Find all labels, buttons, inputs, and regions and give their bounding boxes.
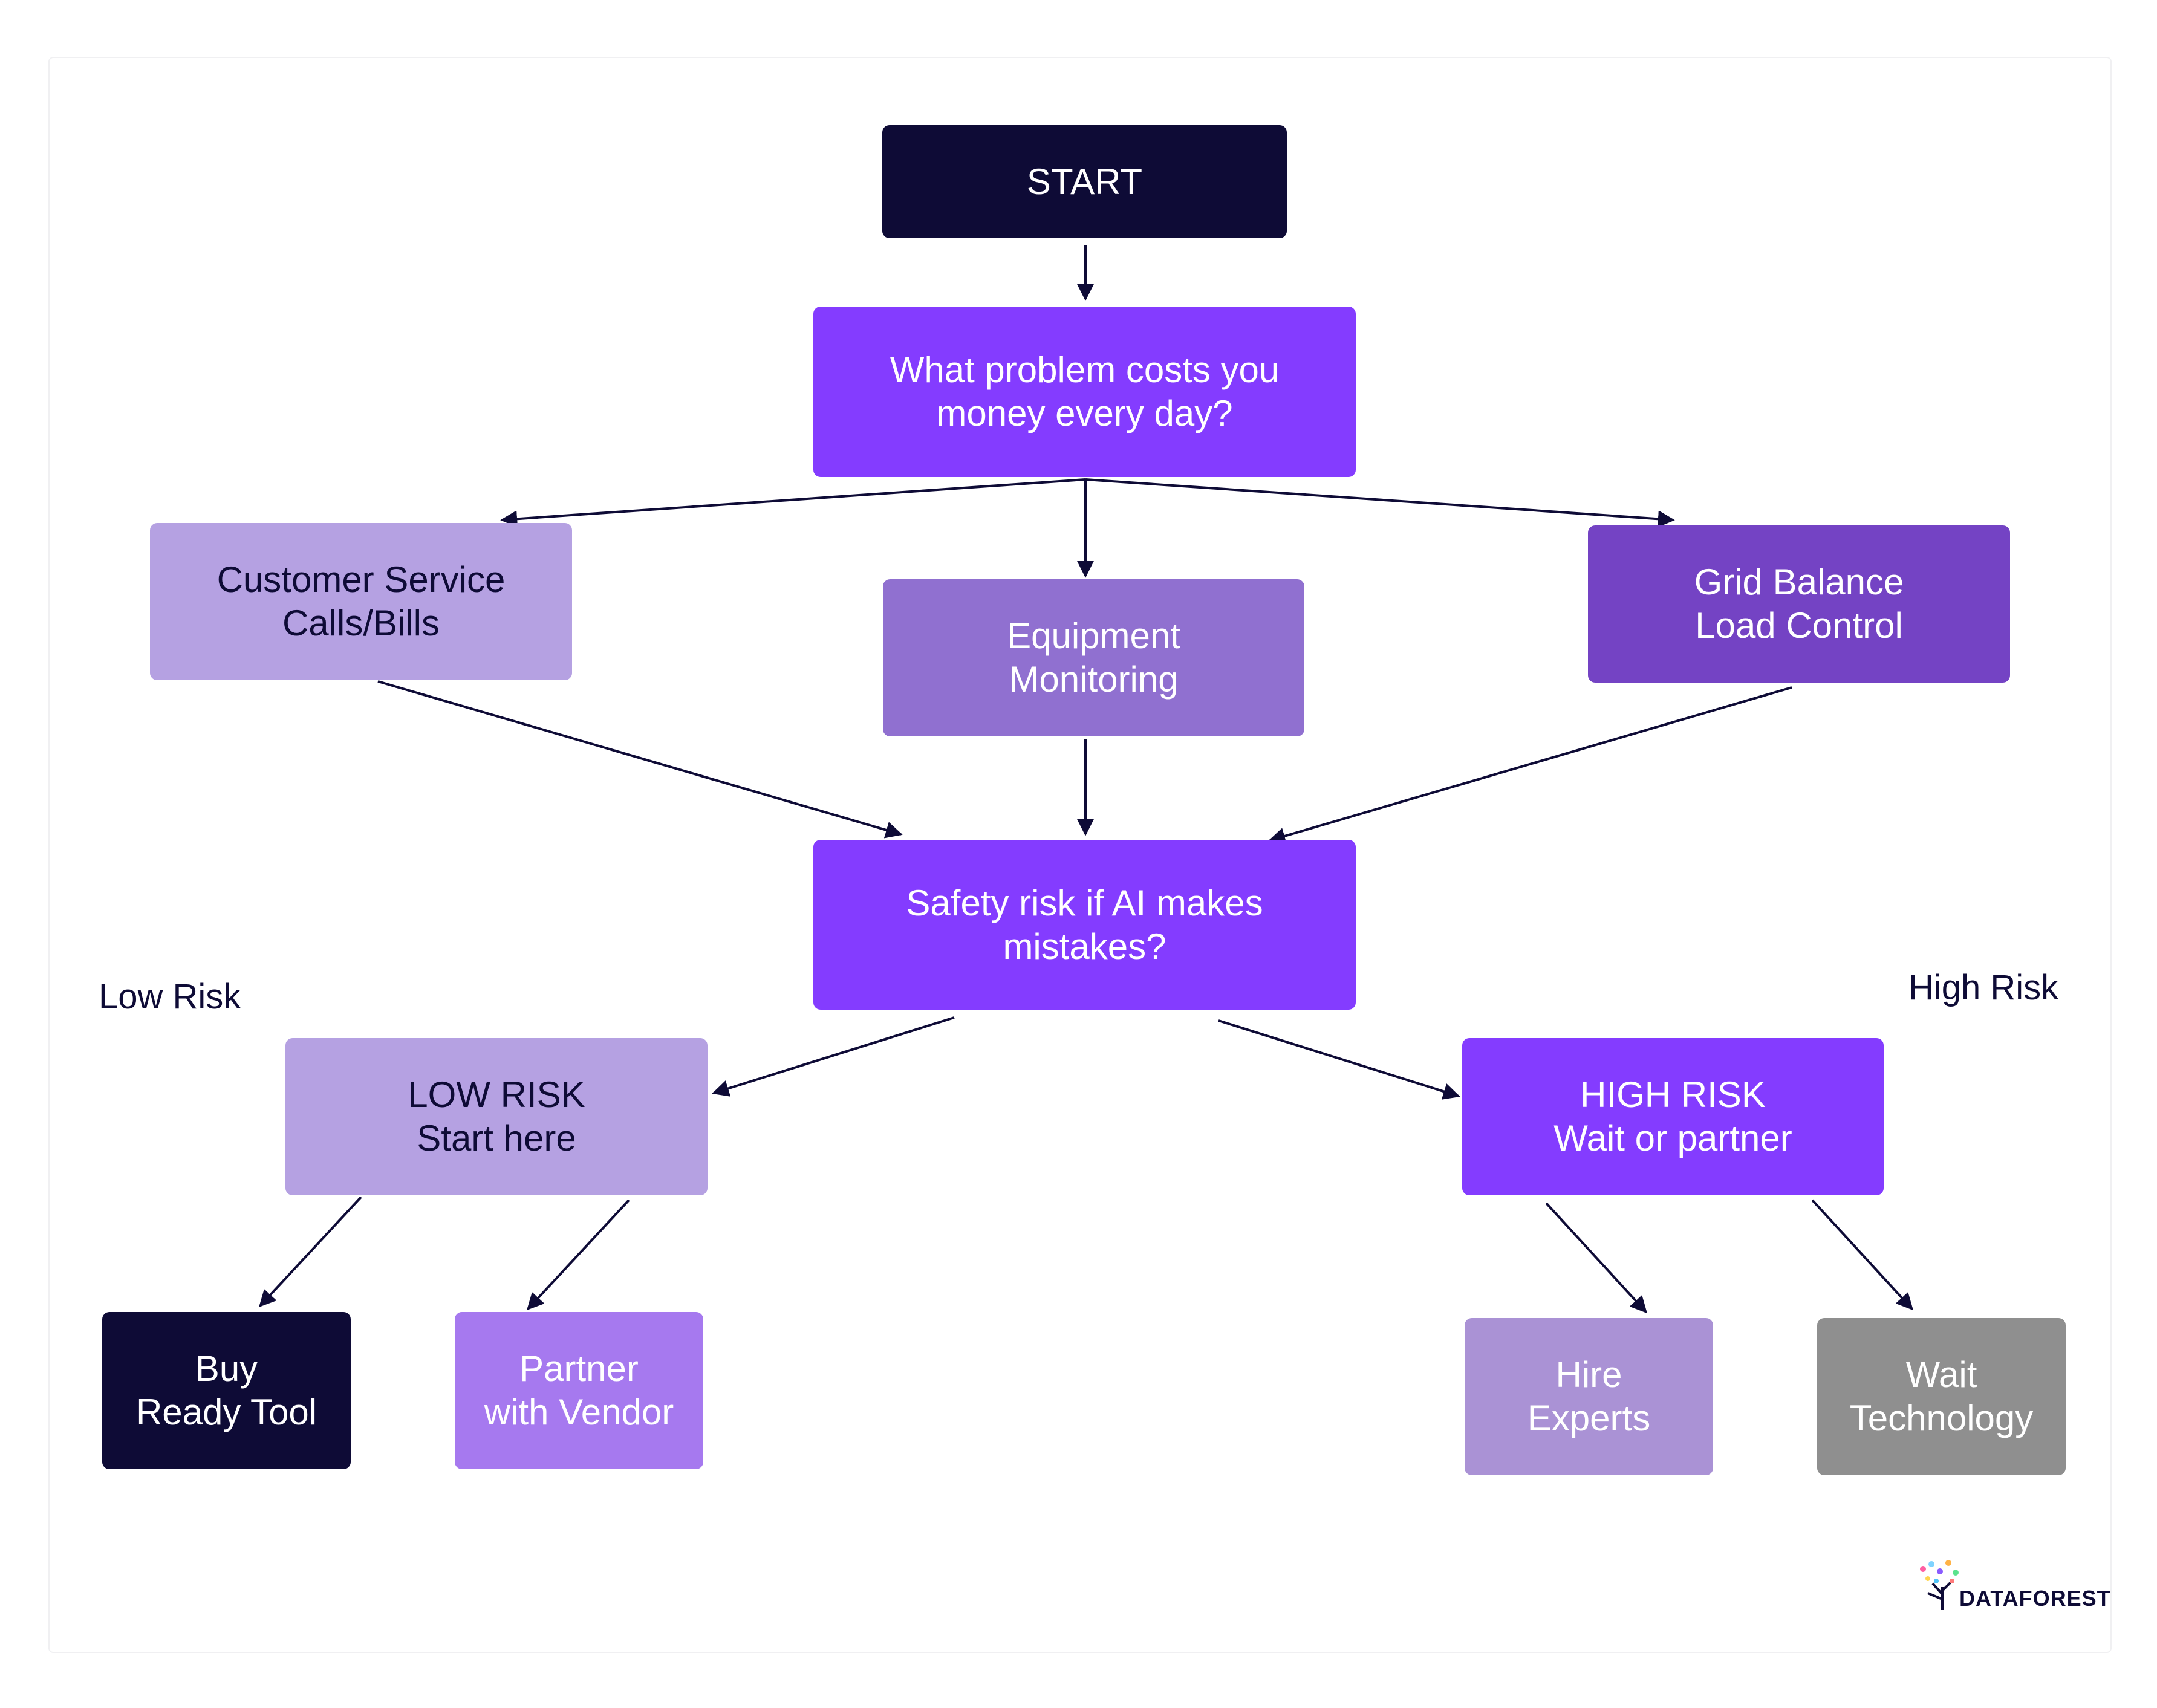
edge-problem-customer bbox=[500, 478, 1086, 528]
customer-service-label: Customer Service Calls/Bills bbox=[216, 559, 506, 643]
problem-node: What problem costs you money every day? bbox=[813, 307, 1356, 477]
partner-vendor-label: Partner with Vendor bbox=[484, 1348, 674, 1432]
equipment-node: Equipment Monitoring bbox=[883, 579, 1304, 736]
buy-tool-node: Buy Ready Tool bbox=[102, 1312, 351, 1469]
tree-icon bbox=[1920, 1560, 1959, 1610]
high-risk-node: HIGH RISK Wait or partner bbox=[1462, 1038, 1884, 1195]
equipment-label: Equipment Monitoring bbox=[1007, 615, 1180, 700]
partner-vendor-node: Partner with Vendor bbox=[455, 1312, 703, 1469]
edge-problem-grid bbox=[1085, 478, 1675, 528]
buy-tool-label: Buy Ready Tool bbox=[135, 1348, 317, 1432]
low-risk-label: LOW RISK Start here bbox=[408, 1074, 585, 1158]
start-node: START bbox=[882, 125, 1287, 238]
high-risk-side-label: High Risk bbox=[1908, 968, 2059, 1007]
start-label: START bbox=[1026, 161, 1143, 202]
safety-label: Safety risk if AI makes mistakes? bbox=[906, 882, 1263, 967]
logo-text: DATAFOREST bbox=[1959, 1586, 2111, 1611]
edge-low-partner bbox=[527, 1199, 630, 1311]
hire-experts-label: Hire Experts bbox=[1527, 1354, 1651, 1438]
high-risk-label: HIGH RISK Wait or partner bbox=[1553, 1074, 1792, 1158]
hire-experts-node: Hire Experts bbox=[1465, 1318, 1713, 1475]
diagram-frame bbox=[48, 57, 2112, 1653]
grid-label: Grid Balance Load Control bbox=[1694, 562, 1904, 646]
edge-high-hire bbox=[1545, 1202, 1647, 1314]
edge-high-wait bbox=[1811, 1199, 1913, 1311]
problem-label: What problem costs you money every day? bbox=[890, 349, 1280, 433]
edge-safety-low bbox=[712, 1016, 955, 1097]
low-risk-side-label: Low Risk bbox=[99, 977, 241, 1016]
dataforest-logo: DATAFOREST bbox=[1916, 1557, 2110, 1617]
edge-customer-safety bbox=[377, 680, 903, 839]
grid-node: Grid Balance Load Control bbox=[1588, 525, 2010, 683]
edge-safety-high bbox=[1218, 1019, 1460, 1100]
wait-technology-label: Wait Technology bbox=[1849, 1354, 2034, 1438]
wait-technology-node: Wait Technology bbox=[1817, 1318, 2066, 1475]
safety-node: Safety risk if AI makes mistakes? bbox=[813, 840, 1356, 1010]
low-risk-node: LOW RISK Start here bbox=[285, 1038, 708, 1195]
customer-service-node: Customer Service Calls/Bills bbox=[150, 523, 572, 680]
edge-grid-safety bbox=[1268, 686, 1792, 845]
edge-low-buy bbox=[259, 1196, 362, 1308]
